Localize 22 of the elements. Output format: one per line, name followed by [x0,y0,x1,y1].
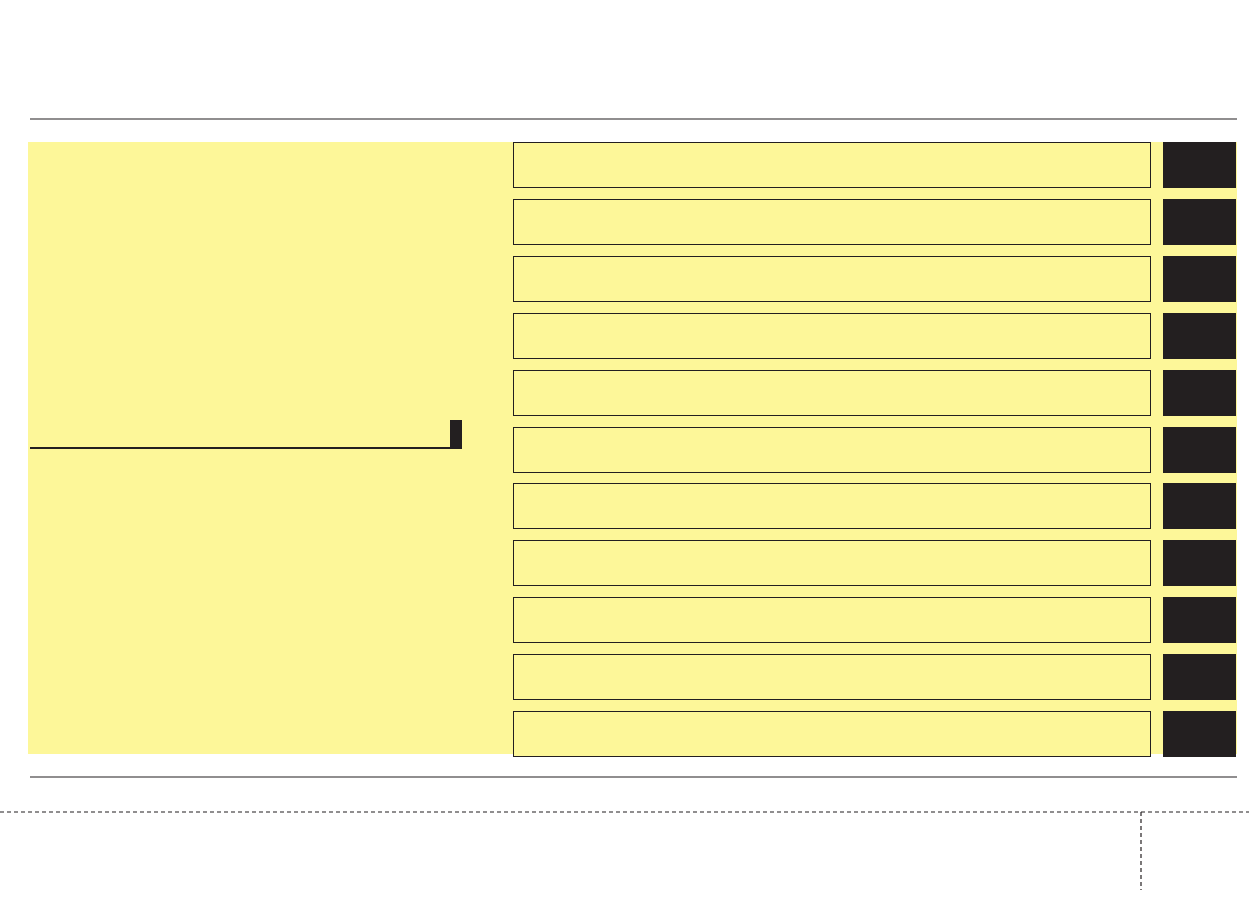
entry-box [513,255,1151,302]
entry-box [513,540,1151,587]
entry-box [513,198,1151,245]
entry-box [513,597,1151,644]
tab-marker [1163,483,1236,530]
tab-marker [1163,597,1236,644]
tab-marker [1163,312,1236,359]
entry-box [513,142,1151,188]
tab-marker [1163,198,1236,245]
entry-box [513,312,1151,359]
entry-box [513,369,1151,416]
entry-box [513,654,1151,701]
entry-box [513,483,1151,530]
tab-marker [1163,369,1236,416]
tab-marker [1163,426,1236,473]
entry-box [513,426,1151,473]
tab-marker [1163,540,1236,587]
tab-marker [1163,142,1236,188]
tab-marker [1163,711,1236,757]
entry-box [513,711,1151,757]
tab-marker [1163,255,1236,302]
tab-marker [1163,654,1236,701]
